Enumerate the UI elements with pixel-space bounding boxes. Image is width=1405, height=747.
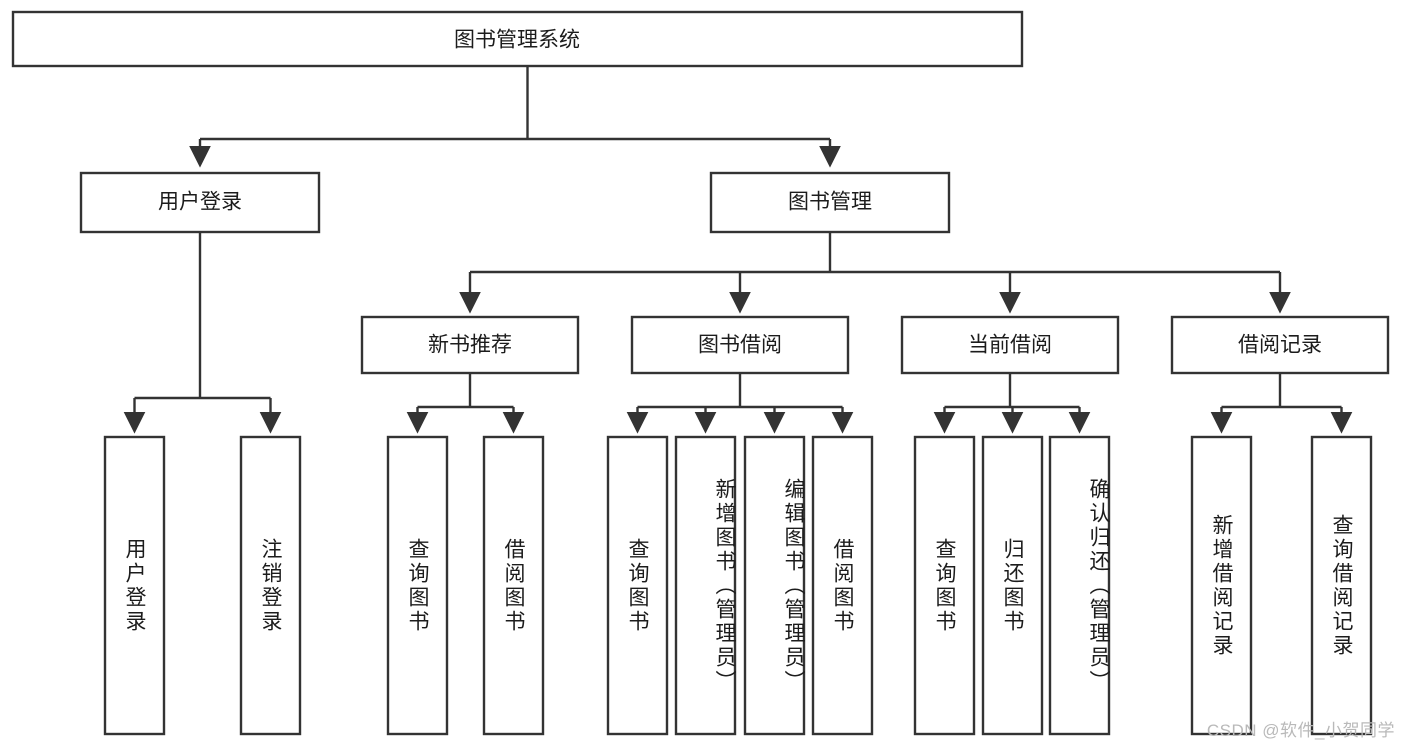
node-book-manage-box[interactable] <box>709 171 951 234</box>
leaf-box-add-borrow-record[interactable] <box>1190 435 1253 736</box>
leaf-box-borrow-book-newbook[interactable] <box>482 435 545 736</box>
node-new-book-recommend[interactable]: 新书推荐 <box>360 315 580 375</box>
node-book-manage-label: 图书管理 <box>788 191 872 214</box>
node-user-login[interactable]: 用户登录 <box>79 171 321 234</box>
node-root[interactable]: 图书管理系统 <box>11 10 1024 68</box>
node-current-borrow-box[interactable] <box>900 315 1120 375</box>
node-book-borrow-box[interactable] <box>630 315 850 375</box>
leaf-box-edit-book-admin[interactable] <box>743 435 806 736</box>
node-borrow-record-label: 借阅记录 <box>1238 334 1322 357</box>
leaf-node-boxes <box>103 435 1373 736</box>
leaf-box-return-book[interactable] <box>981 435 1044 736</box>
leaf-box-query-book-newbook[interactable] <box>386 435 449 736</box>
node-new-book-recommend-label: 新书推荐 <box>428 334 512 357</box>
node-user-login-box[interactable] <box>79 171 321 234</box>
leaf-box-user-login[interactable] <box>103 435 166 736</box>
node-root-label: 图书管理系统 <box>454 29 580 52</box>
node-new-book-recommend-box[interactable] <box>360 315 580 375</box>
node-borrow-record-box[interactable] <box>1170 315 1390 375</box>
node-current-borrow-label: 当前借阅 <box>968 334 1052 357</box>
node-book-borrow-label: 图书借阅 <box>698 334 782 357</box>
leaf-box-query-book-current[interactable] <box>913 435 976 736</box>
leaf-box-confirm-return-admin[interactable] <box>1048 435 1111 736</box>
node-root-box[interactable] <box>11 10 1024 68</box>
node-book-manage[interactable]: 图书管理 <box>709 171 951 234</box>
node-current-borrow[interactable]: 当前借阅 <box>900 315 1120 375</box>
node-book-borrow[interactable]: 图书借阅 <box>630 315 850 375</box>
watermark-text: CSDN @软件_小贺同学 <box>1206 721 1395 740</box>
node-user-login-label: 用户登录 <box>158 191 242 214</box>
node-borrow-record[interactable]: 借阅记录 <box>1170 315 1390 375</box>
connector-lines <box>123 66 1353 434</box>
leaf-box-query-borrow-record[interactable] <box>1310 435 1373 736</box>
leaf-box-logout[interactable] <box>239 435 302 736</box>
leaf-box-query-book-borrow[interactable] <box>606 435 669 736</box>
leaf-box-borrow-book[interactable] <box>811 435 874 736</box>
leaf-box-add-book-admin[interactable] <box>674 435 737 736</box>
